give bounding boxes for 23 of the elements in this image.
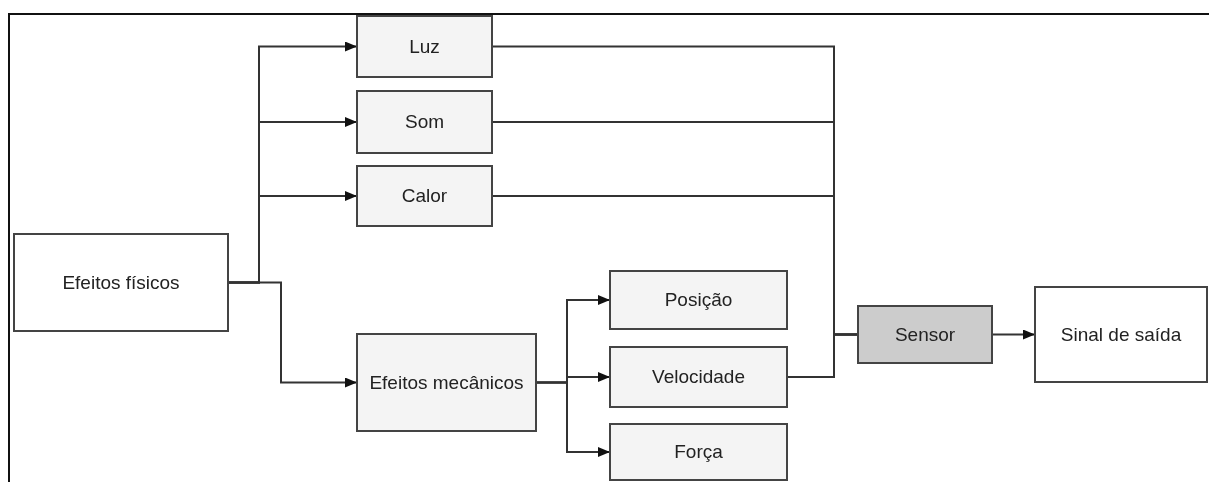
box-label: Força [674,440,723,464]
connector-arrow [536,381,610,457]
box-label: Efeitos físicos [62,270,180,295]
box-label: Posição [664,288,733,312]
process-box [356,90,493,154]
connector-arrow [992,329,1035,340]
box-label: Som [404,110,445,134]
process-box [609,270,788,330]
process-box [609,423,788,481]
process-box [356,15,493,78]
box-label: Sensor [894,322,956,347]
connector-arrow [228,281,357,388]
process-box [356,333,537,432]
box-label: Efeitos mecânicos [369,370,524,395]
process-box [356,165,493,227]
process-box [1034,286,1208,383]
box-label: Luz [409,34,440,59]
box-label: Calor [401,184,448,208]
process-box [609,346,788,408]
box-label: Sinal de saída [1060,322,1182,347]
process-box [857,305,993,364]
box-label: Velocidade [652,365,745,389]
process-box [13,233,229,332]
